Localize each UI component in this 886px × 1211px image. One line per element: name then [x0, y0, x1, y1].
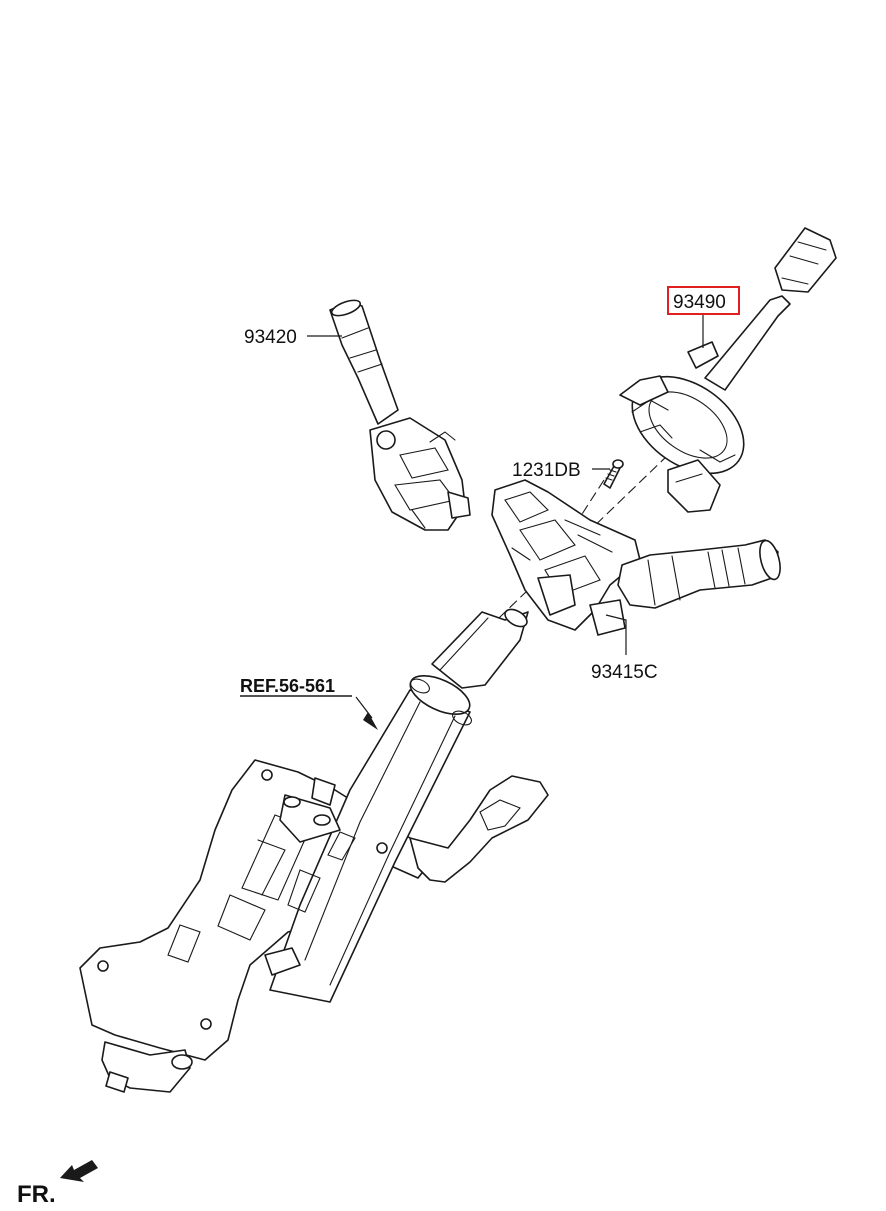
- part-label-93415C[interactable]: 93415C: [591, 662, 658, 683]
- screw-1231DB[interactable]: [603, 459, 624, 489]
- part-highlight-93490: [667, 286, 740, 315]
- light-switch-stalk: [617, 539, 779, 609]
- tilt-lever-arm[interactable]: [409, 775, 549, 883]
- clock-spring-cable: [704, 295, 791, 391]
- leader-93415C: [605, 614, 627, 655]
- leader-ref-arrowhead: [363, 712, 378, 730]
- part-label-93490[interactable]: 93490: [673, 292, 726, 313]
- light-switch-body: [491, 479, 641, 631]
- mount-hole: [200, 1018, 212, 1030]
- light-switch-93415C[interactable]: [491, 479, 784, 636]
- mount-hole: [97, 960, 109, 972]
- ref-label-56-561[interactable]: REF.56-561: [240, 676, 335, 696]
- mount-hole: [261, 769, 273, 781]
- clock-spring-93490[interactable]: [614, 227, 837, 513]
- screw-head: [612, 459, 624, 469]
- leader-ref-56-561: [355, 696, 373, 719]
- mount-hole: [376, 842, 388, 854]
- wiper-switch-stalk: [329, 301, 399, 425]
- column-outer-tube: [269, 689, 471, 1003]
- orientation-arrow-icon: [60, 1160, 98, 1182]
- orientation-label: FR.: [17, 1181, 56, 1208]
- wiper-switch-93420[interactable]: [329, 297, 471, 531]
- clock-spring-lower-connector: [667, 459, 721, 513]
- screw-axis-line: [574, 479, 605, 526]
- steering-column-assembly[interactable]: [79, 606, 549, 1093]
- part-label-93420[interactable]: 93420: [244, 327, 297, 348]
- part-label-1231DB[interactable]: 1231DB: [512, 460, 581, 481]
